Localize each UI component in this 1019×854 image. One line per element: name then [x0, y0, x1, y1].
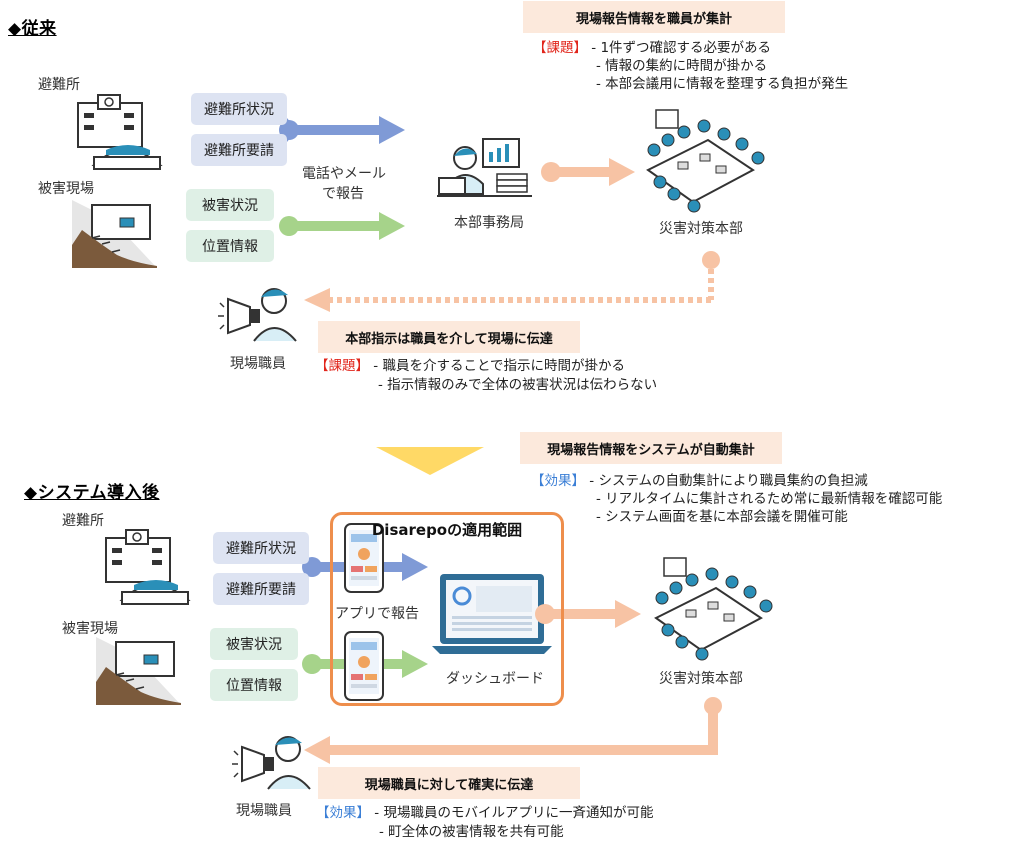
building-icon — [105, 529, 191, 605]
smartphone-icon — [344, 523, 384, 593]
meeting-room-icon — [654, 557, 773, 661]
after-hq-label: 災害対策本部 — [659, 671, 743, 687]
effect-item: - 町全体の被害情報を共有可能 — [379, 824, 564, 840]
transition-arrow — [376, 447, 484, 475]
before-damage-site-label: 被害現場 — [38, 181, 94, 197]
before-report-method-1: 電話やメール — [302, 166, 386, 182]
effect-item: - システムの自動集計により職員集約の負担減 — [589, 473, 868, 489]
office-label: 本部事務局 — [454, 215, 524, 231]
before-pill-location-info: 位置情報 — [186, 230, 274, 262]
before-pill-shelter-status: 避難所状況 — [191, 93, 287, 125]
issue-item: - 指示情報のみで全体の被害状況は伝わらない — [378, 377, 658, 393]
after-effects-top: 【効果】 - システムの自動集計により職員集約の負担減 — [531, 473, 868, 490]
before-report-method-2: で報告 — [322, 186, 364, 202]
issue-item: - 職員を介することで指示に時間が掛かる — [373, 358, 626, 374]
smartphone-icon — [344, 631, 384, 701]
before-heading: ◆従来 — [8, 19, 57, 39]
after-damage-site-label: 被害現場 — [62, 621, 118, 637]
before-shelter-label: 避難所 — [38, 77, 80, 93]
before-pill-damage-status: 被害状況 — [186, 189, 274, 221]
before-banner-bottom: 本部指示は職員を介して現場に伝達 — [318, 321, 580, 353]
office-worker-icon — [437, 138, 532, 197]
issue-item: - 1件ずつ確認する必要がある — [591, 40, 772, 56]
after-pill-location-info: 位置情報 — [210, 669, 298, 701]
before-hq-label: 災害対策本部 — [659, 221, 743, 237]
effect-item: - リアルタイムに集計されるため常に最新情報を確認可能 — [596, 491, 943, 507]
laptop-dashboard-icon — [432, 574, 552, 654]
before-pill-shelter-request: 避難所要請 — [191, 134, 287, 166]
after-pill-shelter-request: 避難所要請 — [213, 573, 309, 605]
disarepo-scope-box: Disarepoの適用範囲 — [330, 512, 564, 706]
issue-item: - 本部会議用に情報を整理する負担が発生 — [596, 76, 849, 92]
meeting-room-icon — [646, 109, 765, 213]
before-issues-top: 【課題】 - 1件ずつ確認する必要がある — [533, 40, 771, 57]
before-issues-bottom: 【課題】 - 職員を介することで指示に時間が掛かる — [315, 358, 625, 375]
megaphone-staff-icon — [218, 288, 297, 342]
after-pill-damage-status: 被害状況 — [210, 628, 298, 660]
before-field-staff-label: 現場職員 — [230, 356, 286, 372]
dashboard-label: ダッシュボード — [446, 671, 544, 687]
after-shelter-label: 避難所 — [62, 513, 104, 529]
issue-tag: 【課題】 — [315, 358, 369, 374]
after-field-staff-label: 現場職員 — [236, 803, 292, 819]
effect-tag: 【効果】 — [531, 473, 585, 489]
effect-tag: 【効果】 — [316, 805, 370, 821]
before-banner-top: 現場報告情報を職員が集計 — [523, 1, 785, 33]
issue-item: - 情報の集約に時間が掛かる — [596, 58, 768, 74]
issue-tag: 【課題】 — [533, 40, 587, 56]
effect-item: - 現場職員のモバイルアプリに一斉通知が可能 — [374, 805, 654, 821]
effect-item: - システム画面を基に本部会議を開催可能 — [596, 509, 848, 525]
landslide-icon — [96, 637, 181, 705]
building-icon — [77, 94, 163, 170]
after-effects-bottom: 【効果】 - 現場職員のモバイルアプリに一斉通知が可能 — [316, 805, 653, 822]
scope-title: Disarepoの適用範囲 — [371, 521, 523, 539]
after-heading: ◆システム導入後 — [24, 483, 160, 503]
app-report-label: アプリで報告 — [335, 606, 419, 622]
after-banner-top: 現場報告情報をシステムが自動集計 — [520, 432, 782, 464]
after-pill-shelter-status: 避難所状況 — [213, 532, 309, 564]
landslide-icon — [72, 200, 157, 268]
after-banner-bottom: 現場職員に対して確実に伝達 — [318, 767, 580, 799]
megaphone-staff-icon — [232, 736, 311, 790]
